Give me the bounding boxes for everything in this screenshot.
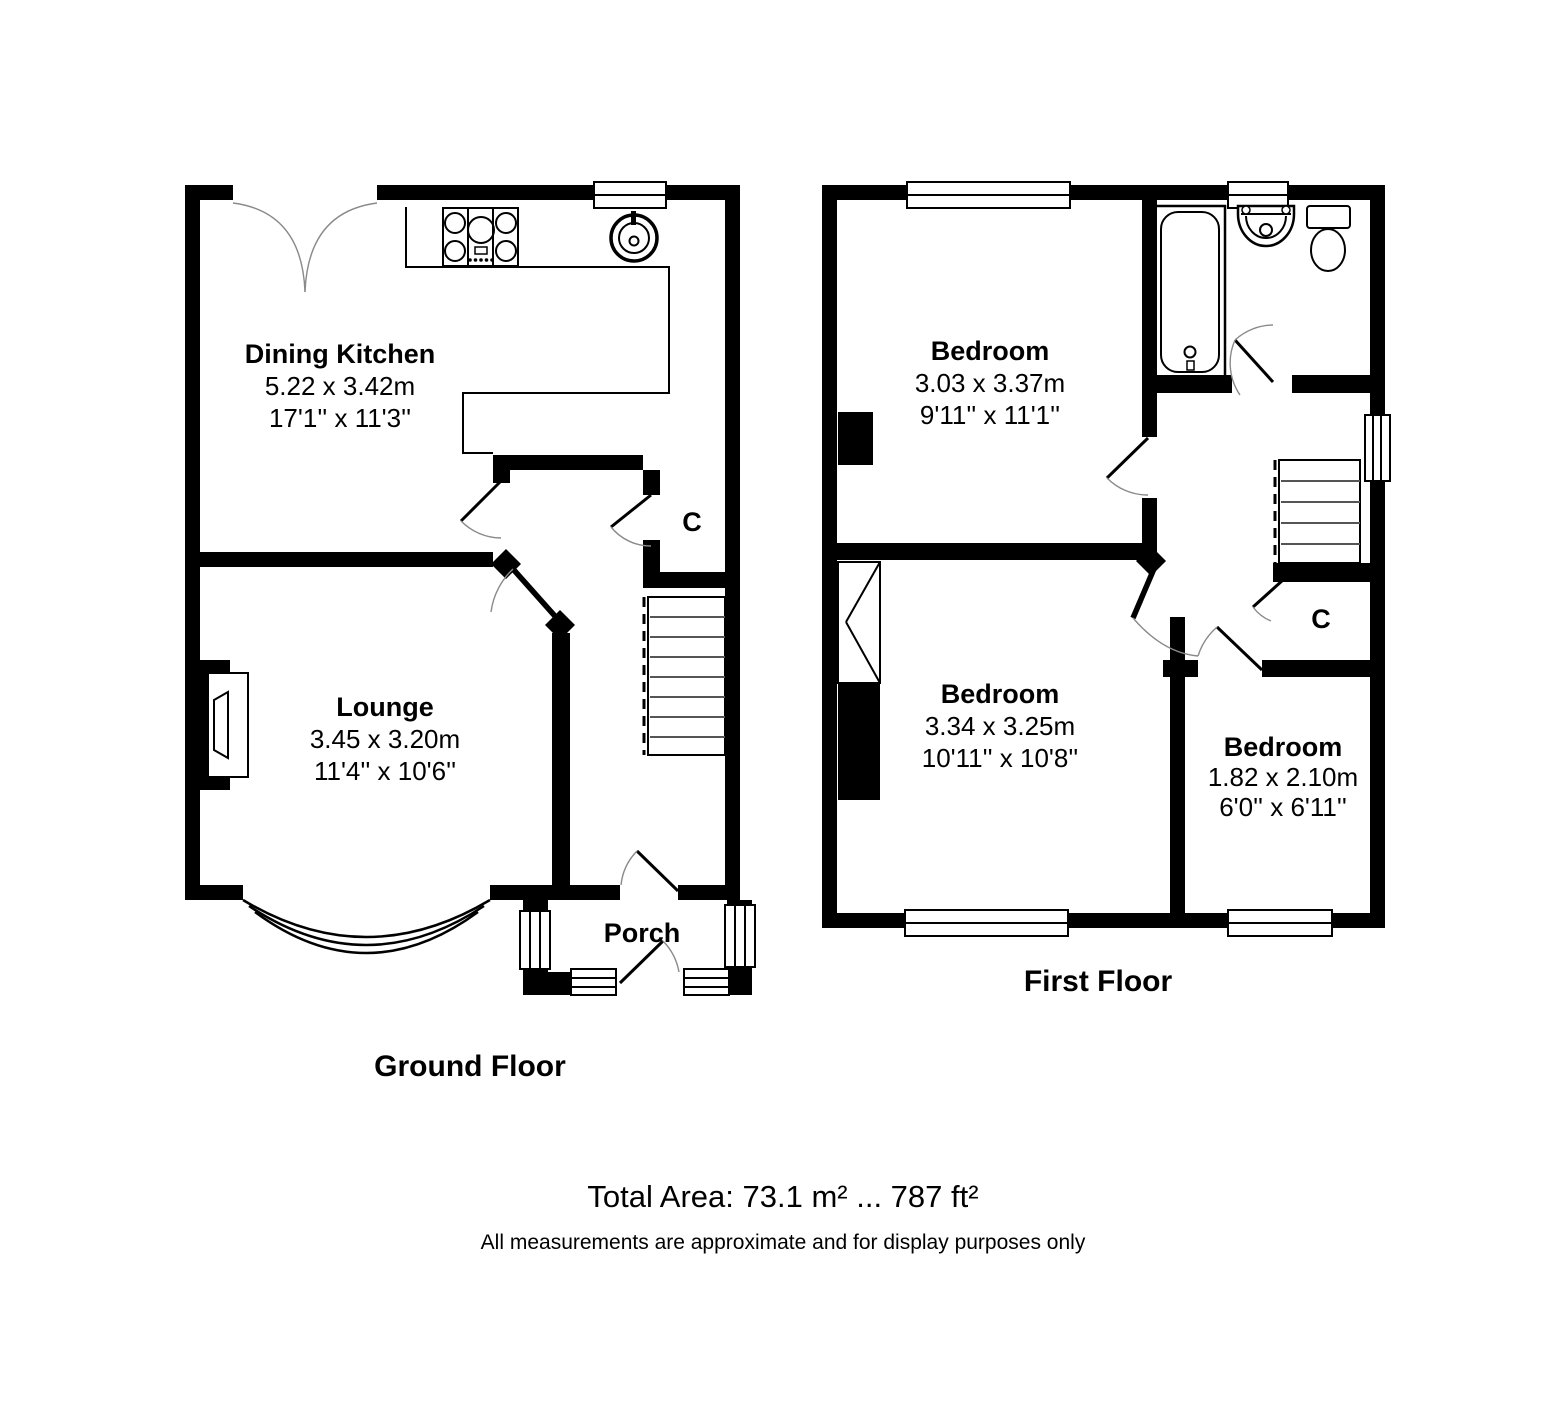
bedroom1-window-icon bbox=[906, 181, 1071, 209]
cupboard-door-first bbox=[1251, 578, 1285, 622]
bathroom-door bbox=[1229, 324, 1275, 396]
bedroom1-door bbox=[1105, 436, 1150, 496]
ground-floor-windows bbox=[593, 181, 667, 209]
lounge-dims-metric: 3.45 x 3.20m bbox=[310, 724, 460, 754]
bedroom1-dims-metric: 3.03 x 3.37m bbox=[915, 368, 1065, 398]
first-stairs-icon bbox=[1273, 459, 1361, 564]
disclaimer-text: All measurements are approximate and for… bbox=[481, 1231, 1086, 1254]
kitchen-counter bbox=[405, 207, 670, 454]
bedroom3-window-icon bbox=[1227, 909, 1333, 937]
kitchen-sink-icon bbox=[609, 211, 659, 263]
porch-structure bbox=[519, 900, 756, 997]
bedroom2-dims-imperial: 10'11'' x 10'8'' bbox=[922, 743, 1079, 773]
french-doors-icon bbox=[232, 202, 378, 293]
bath-icon bbox=[1153, 204, 1227, 380]
porch-door bbox=[618, 939, 680, 985]
bathroom-window-icon bbox=[1227, 181, 1289, 209]
wardrobe-icon bbox=[837, 561, 881, 684]
porch-window-bottom-right-icon bbox=[683, 968, 730, 996]
lounge-door bbox=[490, 567, 565, 626]
bedroom3-dims-imperial: 6'0'' x 6'11'' bbox=[1219, 792, 1347, 822]
cupboard-door-ground bbox=[610, 493, 652, 547]
toilet-icon bbox=[1306, 205, 1351, 272]
kitchen-window-icon bbox=[593, 181, 667, 209]
bedroom2-label: Bedroom bbox=[941, 679, 1060, 709]
bedroom2-door bbox=[1130, 562, 1199, 657]
dining-kitchen-dims-metric: 5.22 x 3.42m bbox=[265, 371, 415, 401]
basin-icon bbox=[1236, 204, 1296, 248]
lounge-label: Lounge bbox=[336, 692, 433, 722]
hob-icon bbox=[442, 207, 519, 267]
porch-window-left-icon bbox=[519, 910, 551, 970]
bedroom2-window-icon bbox=[904, 909, 1069, 937]
fireplace-icon bbox=[200, 660, 249, 790]
first-floor-plan: Bedroom 3.03 x 3.37m 9'11'' x 11'1'' Bed… bbox=[822, 181, 1391, 998]
kitchen-hall-door bbox=[459, 479, 503, 539]
first-floor-walls bbox=[822, 185, 1385, 928]
bedroom2-dims-metric: 3.34 x 3.25m bbox=[925, 711, 1075, 741]
bay-window-icon bbox=[242, 898, 491, 955]
bedroom3-door bbox=[1197, 625, 1264, 672]
footer: Total Area: 73.1 m² ... 787 ft² All meas… bbox=[481, 1179, 1086, 1254]
landing-window-icon bbox=[1364, 414, 1391, 482]
dining-kitchen-dims-imperial: 17'1'' x 11'3'' bbox=[269, 403, 411, 433]
dining-kitchen-label: Dining Kitchen bbox=[245, 339, 436, 369]
porch-window-right-icon bbox=[724, 904, 756, 968]
cupboard-label-first: C bbox=[1311, 604, 1331, 634]
porch-window-bottom-left-icon bbox=[570, 968, 617, 996]
bedroom3-label: Bedroom bbox=[1224, 732, 1343, 762]
ground-floor-title: Ground Floor bbox=[374, 1050, 566, 1083]
cupboard-label-ground: C bbox=[682, 507, 702, 537]
bedroom3-dims-metric: 1.82 x 2.10m bbox=[1208, 762, 1358, 792]
ground-floor-labels: Dining Kitchen 5.22 x 3.42m 17'1'' x 11'… bbox=[245, 339, 702, 1083]
first-floor-title: First Floor bbox=[1024, 965, 1173, 998]
ground-floor-walls bbox=[185, 185, 740, 900]
ground-floor-plan: Dining Kitchen 5.22 x 3.42m 17'1'' x 11'… bbox=[185, 181, 756, 1083]
bedroom1-label: Bedroom bbox=[931, 336, 1050, 366]
ground-stairs-icon bbox=[642, 596, 726, 756]
lounge-dims-imperial: 11'4'' x 10'6'' bbox=[314, 756, 456, 786]
bedroom1-dims-imperial: 9'11'' x 11'1'' bbox=[920, 400, 1060, 430]
total-area-text: Total Area: 73.1 m² ... 787 ft² bbox=[587, 1179, 978, 1214]
front-door bbox=[620, 849, 680, 893]
first-floor-labels: Bedroom 3.03 x 3.37m 9'11'' x 11'1'' Bed… bbox=[915, 336, 1358, 998]
porch-label: Porch bbox=[604, 918, 681, 948]
first-floor-windows bbox=[904, 181, 1391, 937]
